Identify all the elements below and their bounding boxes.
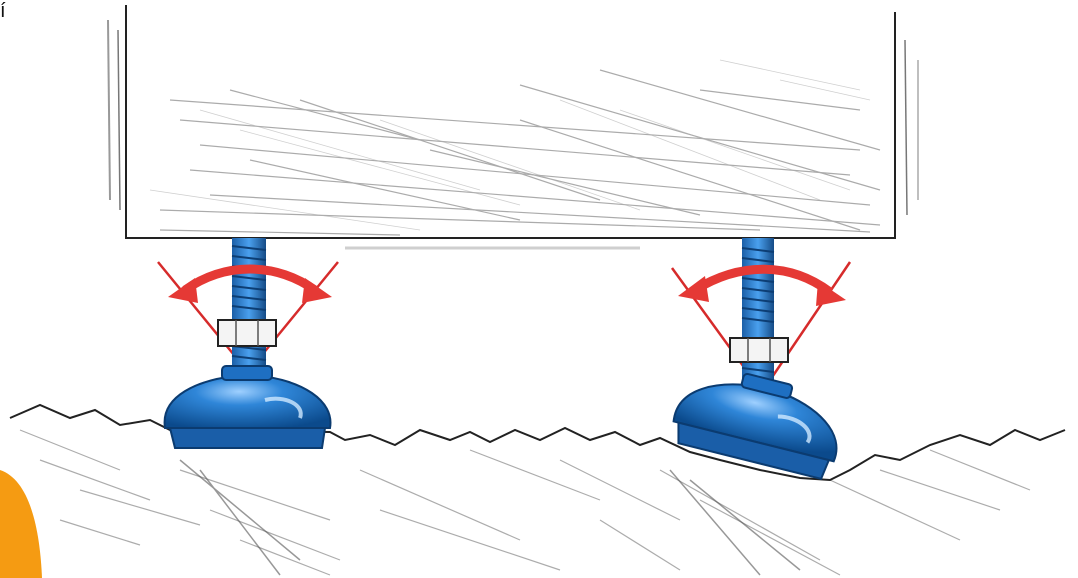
cabinet [107,5,919,250]
right-adjustment-arrow [678,264,846,306]
left-nut [217,319,277,347]
orange-corner-accent [0,470,42,578]
corner-letter: í [0,0,6,22]
left-adjustment-arrow [168,264,332,303]
left-foot-base [163,375,332,429]
cabinet-outline [125,5,896,239]
right-foot [670,238,852,480]
rough-ground [9,403,1066,576]
left-foot [157,238,339,449]
cabinet-shading [159,69,881,236]
right-nut [729,337,789,363]
